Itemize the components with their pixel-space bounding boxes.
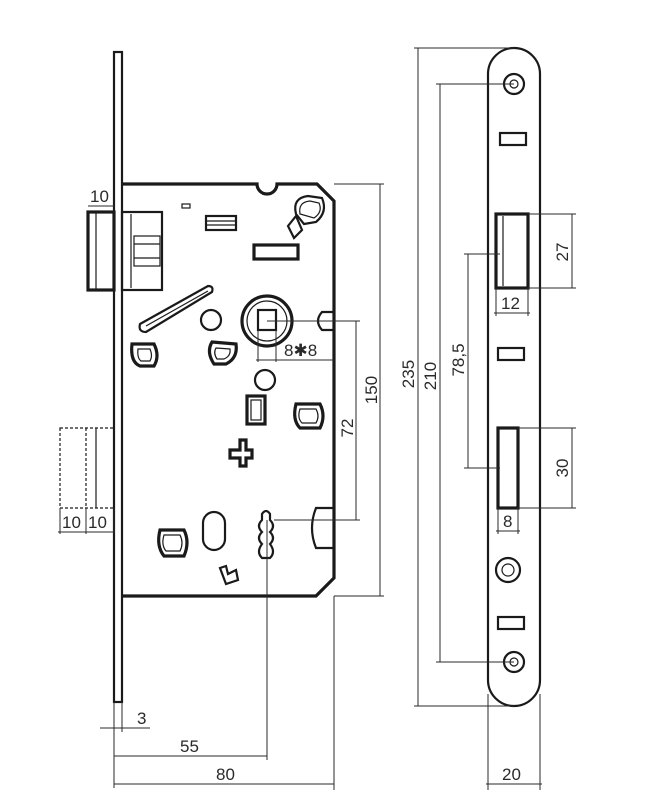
dead-bolt (59, 427, 115, 509)
dimension-labels: 10 10 10 8✱8 72 150 235 210 78,5 27 12 3… (62, 187, 572, 784)
slot-middle (496, 346, 526, 362)
dim-bolt-offset-a: 10 (62, 513, 81, 532)
dim-backset: 55 (180, 737, 199, 756)
dim-latch-bolt-distance: 78,5 (449, 343, 468, 376)
lock-case-outline (122, 182, 336, 598)
dim-case-depth: 80 (216, 765, 235, 784)
dim-latch-width: 12 (501, 294, 520, 313)
dimension-lines (58, 47, 576, 790)
hole-left (199, 308, 223, 332)
dim-faceplate-thickness: 3 (137, 709, 146, 728)
dim-handle-key-distance: 72 (338, 419, 357, 438)
dim-bolt-height: 30 (553, 459, 572, 478)
latch-opening (494, 212, 530, 290)
notch-lower (310, 506, 334, 550)
latch-bolt (86, 210, 164, 292)
dim-case-height: 150 (362, 376, 381, 404)
slot-top (498, 131, 528, 147)
t-bracket (228, 438, 254, 468)
rivet-d-center (207, 340, 238, 366)
slot-bottom (496, 615, 526, 631)
oval-slot (201, 510, 227, 552)
bolt-opening (496, 426, 520, 510)
hole-center (253, 368, 277, 392)
keyhole (257, 509, 275, 560)
faceplate-front-view (486, 46, 542, 708)
lever-arm (138, 284, 214, 334)
dim-latch-height: 27 (553, 243, 572, 262)
screw-hole-middle (494, 556, 522, 584)
latch-slot (252, 243, 300, 261)
dim-square-spindle: 8✱8 (284, 341, 317, 360)
rivet-d-bottom (157, 528, 189, 558)
rivet-d-right (293, 402, 325, 430)
lock-body-view (59, 50, 336, 704)
dim-bolt-offset-b: 10 (88, 513, 107, 532)
small-slot (181, 203, 191, 209)
dim-faceplate-length: 235 (399, 360, 418, 388)
spring-block (204, 214, 238, 232)
faceplate-outline (486, 46, 542, 708)
cam-block (245, 394, 267, 426)
key-slot (218, 564, 240, 586)
rivet-d-left (130, 342, 159, 368)
dim-bolt-width: 8 (503, 512, 512, 531)
dim-screw-distance: 210 (421, 362, 440, 390)
dim-tongue-width: 10 (90, 187, 109, 206)
rivet-top (286, 194, 326, 240)
faceplate-side (112, 50, 124, 704)
dim-faceplate-width: 20 (502, 765, 521, 784)
